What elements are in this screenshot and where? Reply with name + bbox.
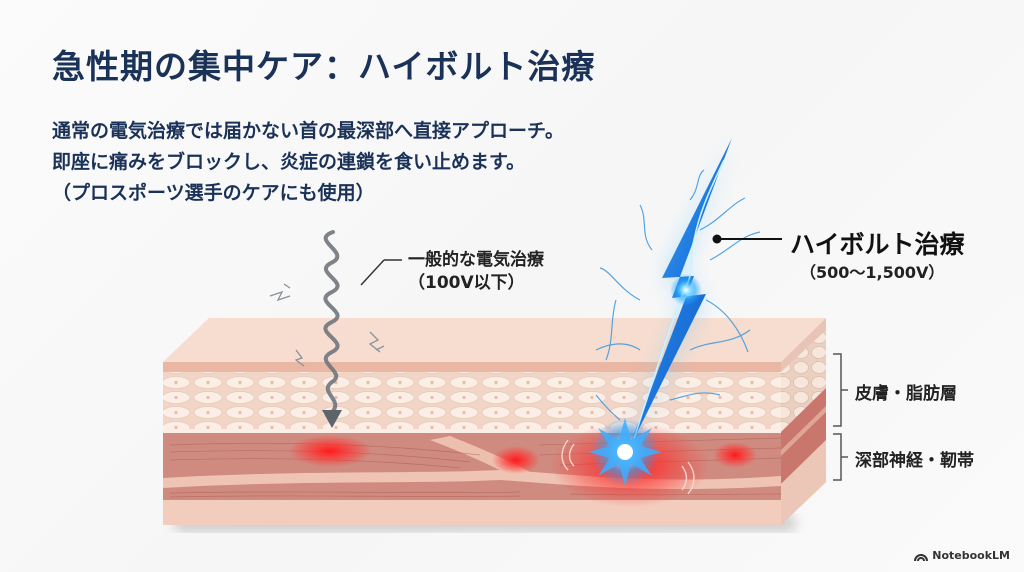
skin-layer (163, 362, 781, 372)
conventional-treatment-voltage: （100V以下） (408, 273, 525, 293)
block-front-face (163, 362, 781, 525)
subtitle: 通常の電気治療では届かない首の最深部へ直接アプローチ。 即座に痛みをブロックし、… (52, 116, 564, 209)
fat-cell-layer (163, 372, 781, 430)
block-top-face (163, 318, 826, 362)
vibration-arcs (561, 439, 695, 495)
high-voltage-treatment-name: ハイボルト治療 (790, 230, 965, 259)
subtitle-line-1: 通常の電気治療では届かない首の最深部へ直接アプローチ。 (52, 120, 565, 142)
page-title: 急性期の集中ケア：ハイボルト治療 (52, 47, 596, 86)
brand-name: NotebookLM (932, 549, 1010, 562)
conventional-treatment-label: 一般的な電気治療 （100V以下） (408, 249, 544, 295)
layer-brackets (833, 353, 848, 481)
conventional-treatment-name: 一般的な電気治療 (408, 250, 544, 270)
lightning-bolt-icon (588, 138, 782, 486)
conventional-current-icon (269, 230, 402, 428)
impact-burst-icon (588, 418, 662, 486)
layer-label-deep-nerve-ligament: 深部神経・靭帯 (855, 451, 974, 471)
layer-label-skin-fat: 皮膚・脂肪層 (855, 384, 957, 404)
high-voltage-treatment-voltage: （500〜1,500V） (800, 263, 945, 282)
notebooklm-logo-icon (914, 553, 929, 561)
subtitle-line-3: （プロスポーツ選手のケアにも使用） (52, 182, 375, 204)
subtitle-line-2: 即座に痛みをブロックし、炎症の連鎖を食い止めます。 (52, 151, 526, 173)
brand-watermark: NotebookLM (914, 549, 1010, 562)
block-side-face (781, 318, 826, 525)
